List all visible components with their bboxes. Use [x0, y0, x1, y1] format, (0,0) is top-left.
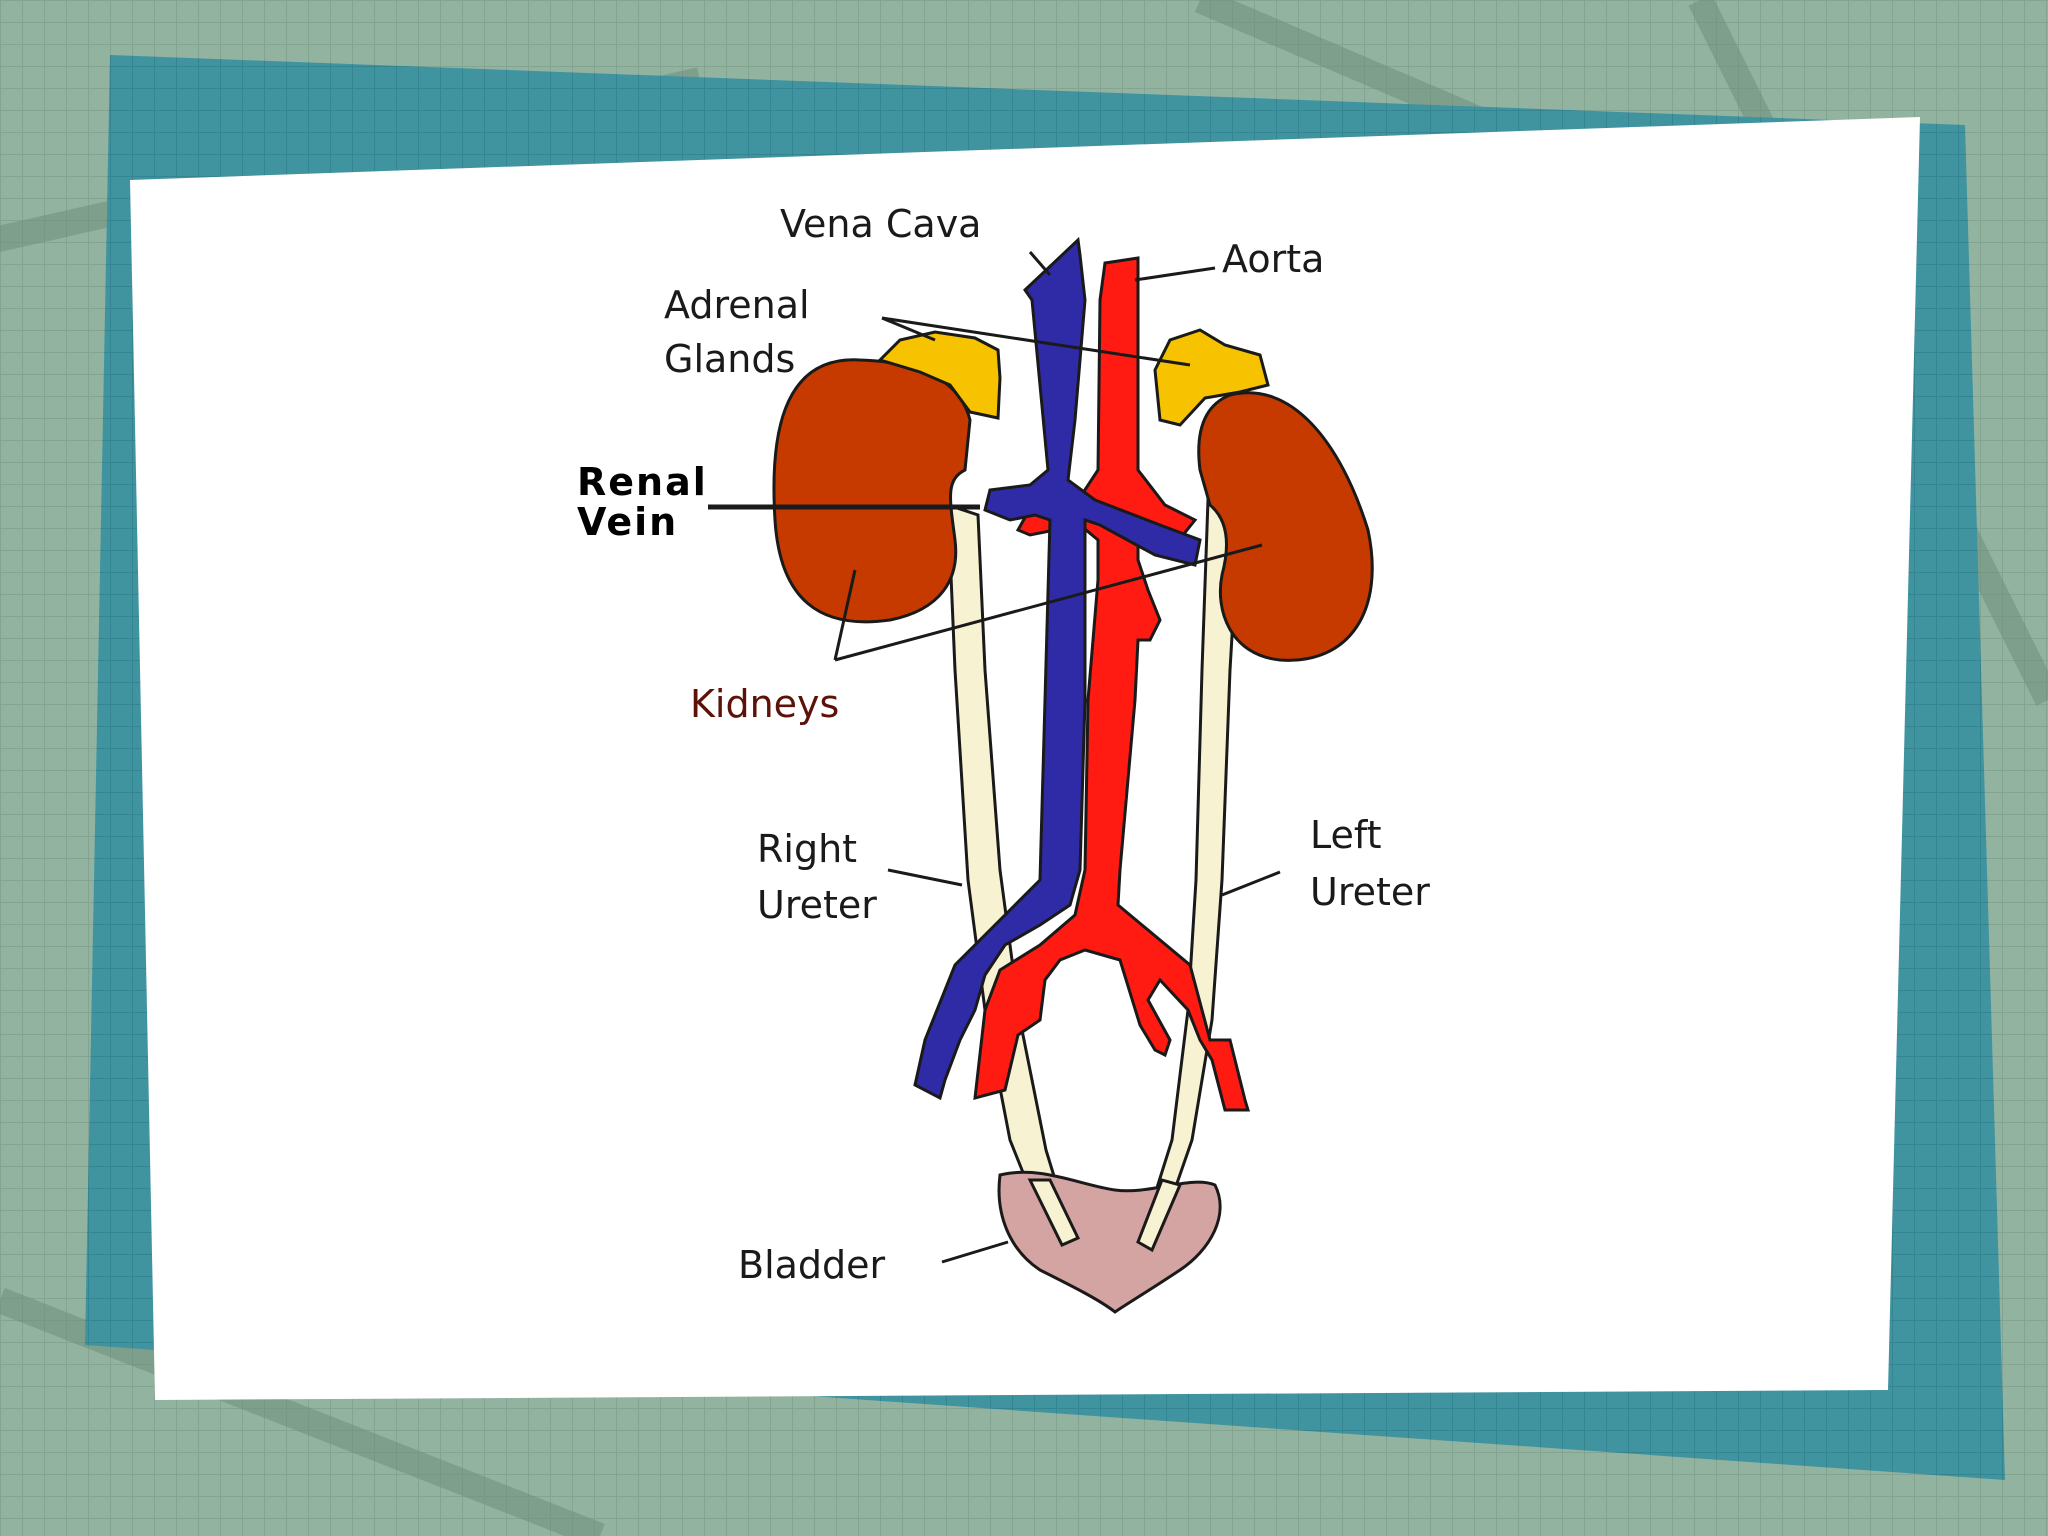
left-ureter-leader — [1221, 870, 1281, 897]
label-vena-cava: Vena Cava — [780, 202, 981, 246]
aorta — [973, 256, 1251, 1112]
label-right-ureter-line1: Right — [757, 827, 857, 871]
kidneys-leader-right — [833, 569, 857, 661]
right-ureter-end — [1027, 1178, 1081, 1247]
leader-lines — [708, 251, 1281, 1264]
kidneys-leader-left — [834, 543, 1263, 662]
bladder-leader — [941, 1240, 1009, 1264]
label-adrenal-glands-line1: Adrenal — [664, 283, 810, 327]
right-kidney — [772, 358, 972, 624]
left-kidney — [1197, 391, 1374, 662]
left-ureter-end — [1136, 1178, 1183, 1253]
label-bladder: Bladder — [738, 1243, 886, 1287]
label-kidneys: Kidneys — [690, 682, 839, 726]
adrenal-leader-left — [881, 316, 1191, 367]
label-aorta: Aorta — [1222, 237, 1324, 281]
right-ureter-leader — [887, 868, 963, 887]
aorta-leader — [1134, 266, 1216, 282]
label-renal-vein-line2: Vein — [577, 500, 678, 544]
vena-cava-leader — [1028, 251, 1052, 276]
label-adrenal-glands-line2: Glands — [664, 337, 795, 381]
label-left-ureter-line1: Left — [1310, 813, 1382, 857]
label-right-ureter-line2: Ureter — [757, 883, 877, 927]
white-card — [130, 117, 1920, 1400]
adrenal-leader-right — [881, 316, 936, 342]
label-left-ureter-line2: Ureter — [1310, 870, 1430, 914]
left-adrenal-gland — [1153, 328, 1270, 427]
label-renal-vein-line1: Renal — [577, 460, 708, 504]
vena-cava — [913, 236, 1202, 1101]
